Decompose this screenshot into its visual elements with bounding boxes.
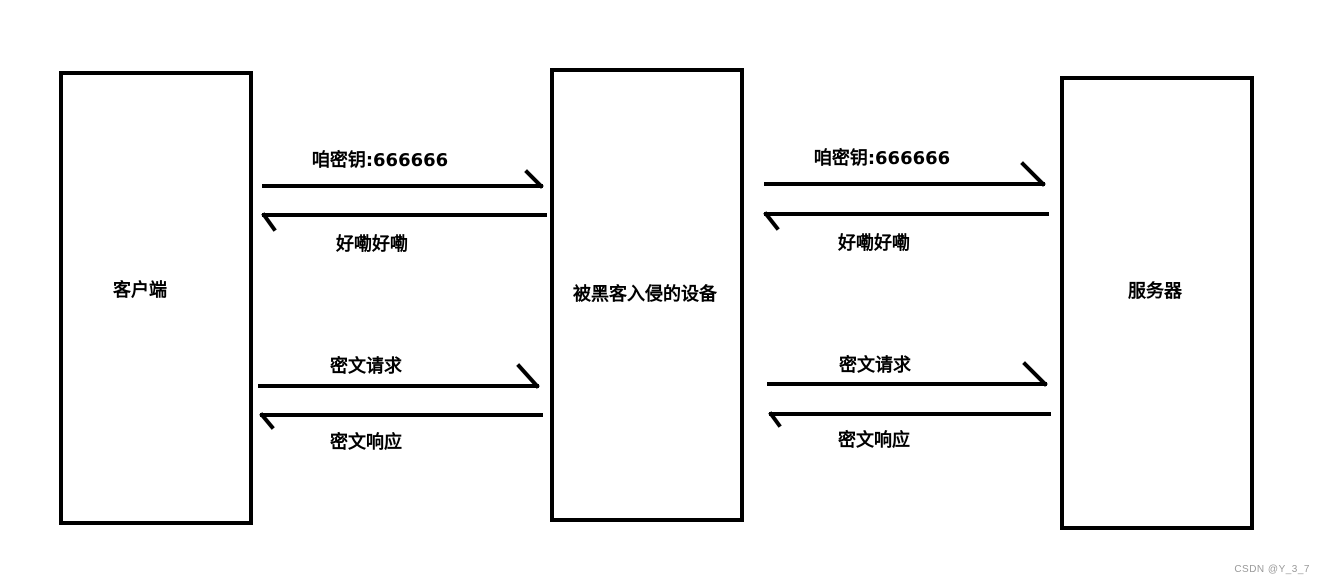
right-key-request-label: 咱密钥:666666 — [813, 148, 951, 169]
server-label: 服务器 — [1128, 281, 1182, 302]
arrow-left-key-request — [262, 169, 544, 189]
arrow-left-encrypted-response — [259, 412, 543, 430]
arrow-right-encrypted-request — [767, 361, 1048, 387]
device-box — [550, 68, 744, 522]
left-key-request-label: 咱密钥:666666 — [311, 150, 449, 171]
client-box — [59, 71, 253, 525]
arrow-right-key-request — [764, 161, 1046, 187]
left-key-reply-label: 好嘞好嘞 — [336, 234, 408, 255]
arrow-right-key-reply — [763, 211, 1049, 231]
device-label: 被黑客入侵的设备 — [573, 284, 717, 305]
arrow-left-encrypted-request — [258, 363, 540, 389]
client-label: 客户端 — [113, 280, 167, 301]
arrow-left-key-reply — [261, 212, 547, 232]
server-box — [1060, 76, 1254, 530]
left-encrypted-response-label: 密文响应 — [330, 432, 402, 453]
watermark: CSDN @Y_3_7 — [1234, 564, 1310, 575]
arrow-right-encrypted-response — [768, 411, 1051, 428]
right-key-reply-label: 好嘞好嘞 — [838, 233, 910, 254]
right-encrypted-response-label: 密文响应 — [838, 430, 910, 451]
left-encrypted-request-label: 密文请求 — [330, 356, 402, 377]
right-encrypted-request-label: 密文请求 — [839, 355, 911, 376]
